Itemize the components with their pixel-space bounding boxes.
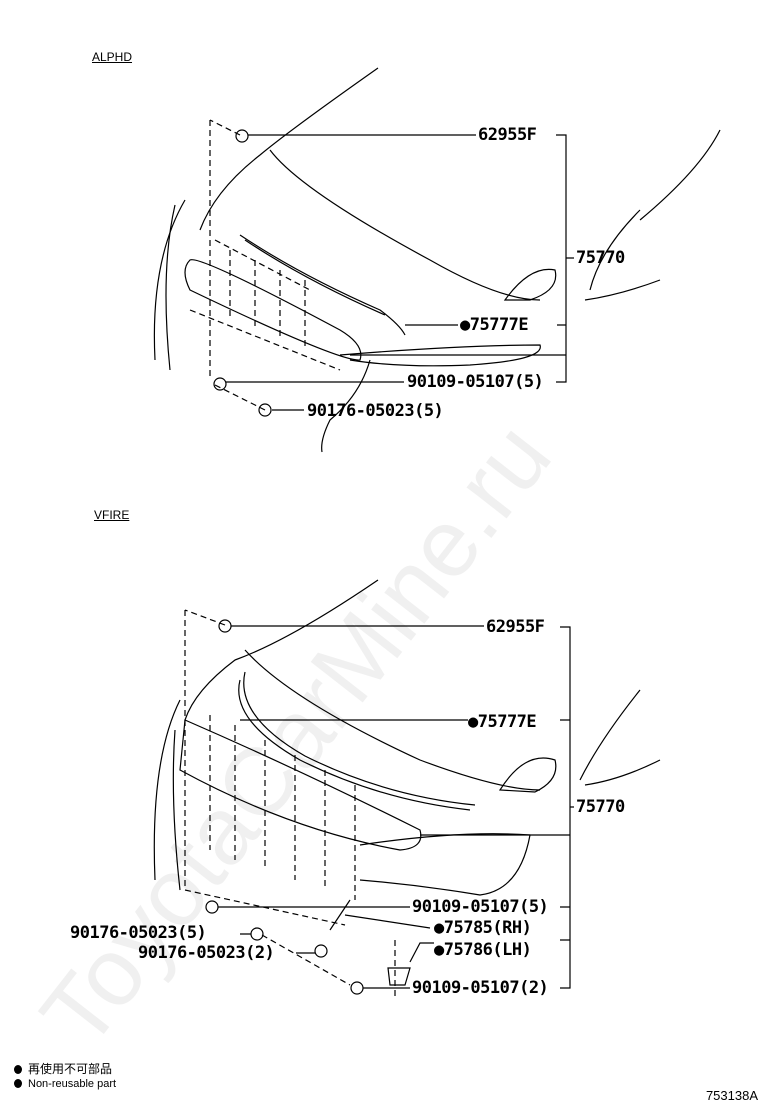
part-label: ●75785(RH)	[434, 918, 532, 938]
part-label: 75770	[576, 248, 625, 268]
part-label: 90109-05107(5)	[407, 372, 544, 392]
alphd-illustration	[153, 67, 721, 453]
variant-label-vfire: VFIRE	[94, 508, 130, 522]
vfire-illustration	[153, 579, 661, 1000]
part-label: ●75777E	[468, 712, 537, 732]
part-label: 75770	[576, 797, 625, 817]
illustration-code: 753138A	[705, 1088, 758, 1103]
part-label: 90176-05023(5)	[70, 923, 207, 943]
part-label: ●75786(LH)	[434, 940, 532, 960]
non-reusable-dot-icon	[14, 1079, 22, 1088]
part-label: 90176-05023(5)	[307, 401, 444, 421]
part-label: 90176-05023(2)	[138, 943, 275, 963]
part-label: 90109-05107(2)	[412, 978, 549, 998]
non-reusable-dot-icon	[14, 1065, 22, 1074]
part-label: 90109-05107(5)	[412, 897, 549, 917]
part-label: 62955F	[486, 617, 545, 637]
variant-label-alphd: ALPHD	[92, 50, 133, 64]
part-label: ●75777E	[460, 315, 529, 335]
legend-english: Non-reusable part	[14, 1078, 116, 1090]
part-label: 62955F	[478, 125, 537, 145]
legend-japanese: 再使用不可部品	[14, 1060, 112, 1077]
